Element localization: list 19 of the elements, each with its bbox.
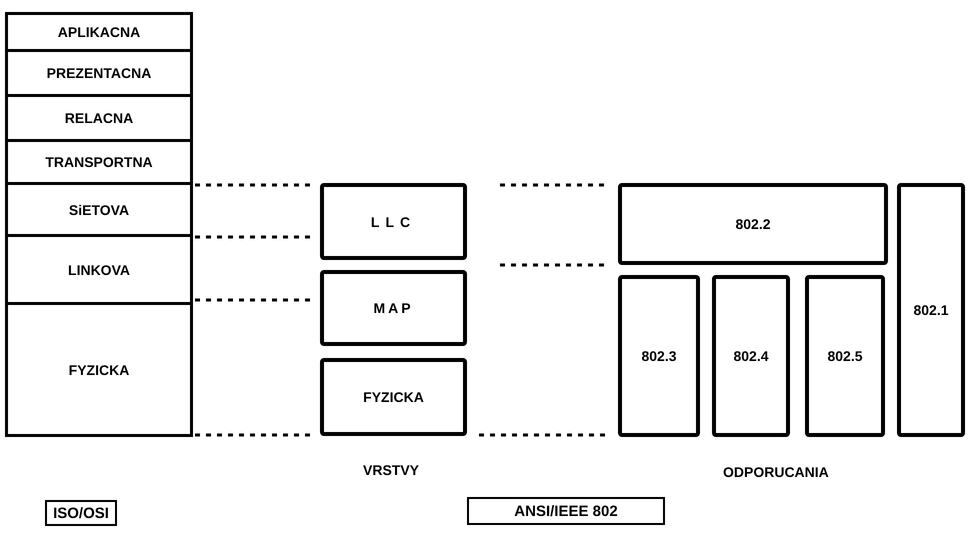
layer-box: LLC	[320, 183, 467, 260]
standard-box: 802.5	[805, 275, 885, 437]
layer-box: SiETOVA	[5, 182, 193, 237]
layer-box: TRANSPORTNA	[5, 139, 193, 185]
layer-box: LINKOVA	[5, 234, 193, 305]
standard-box: 802.1	[897, 183, 965, 437]
standard-box: 802.4	[712, 275, 790, 437]
caption-label: ODPORUCANIA	[723, 464, 829, 480]
standard-box: 802.2	[618, 183, 888, 265]
layer-box: RELACNA	[5, 94, 193, 142]
layer-box: FYZICKA	[5, 302, 193, 437]
layer-box: FYZICKA	[320, 358, 467, 436]
caption-label: VRSTVY	[363, 462, 420, 478]
standard-box: 802.3	[618, 275, 700, 437]
layer-box: MAP	[320, 270, 467, 346]
layer-box: PREZENTACNA	[5, 49, 193, 97]
model-tag: ANSI/IEEE 802	[467, 497, 665, 525]
model-tag: ISO/OSI	[45, 500, 117, 526]
layer-box: APLIKACNA	[5, 12, 193, 52]
